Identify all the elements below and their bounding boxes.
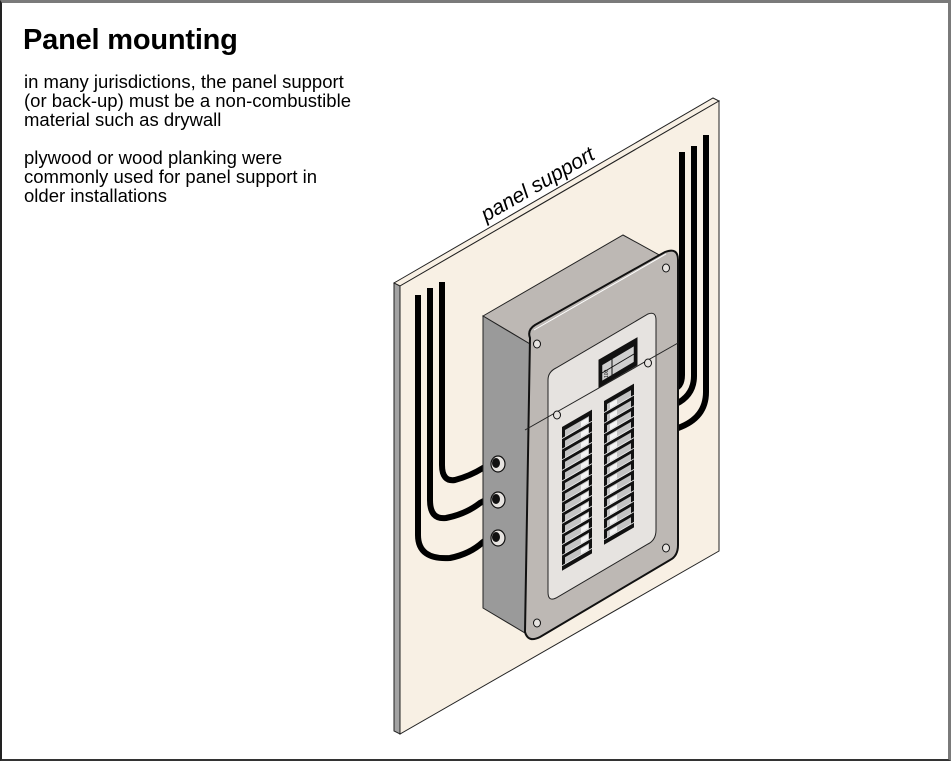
connector-icon <box>490 529 506 547</box>
branch-breaker <box>561 426 593 450</box>
door-split-line <box>524 342 679 431</box>
right-cable-3 <box>676 135 709 431</box>
connector-icon <box>490 491 506 509</box>
box-side <box>482 315 531 637</box>
branch-breaker <box>603 432 635 456</box>
branch-breaker <box>603 474 635 498</box>
door-screw-icon <box>644 358 652 368</box>
branch-breaker <box>561 543 593 567</box>
screw-icon <box>533 618 541 628</box>
branch-breaker <box>603 485 635 509</box>
branch-breaker <box>603 400 635 424</box>
branch-breaker <box>603 443 635 466</box>
branch-breaker <box>561 416 593 439</box>
branch-breaker <box>561 437 593 461</box>
branch-breakers <box>561 383 635 571</box>
branch-breaker <box>561 532 593 556</box>
page-title: Panel mounting <box>23 24 238 56</box>
cover-screws <box>533 263 670 628</box>
branch-breaker <box>561 511 593 535</box>
branch-breaker <box>603 517 635 541</box>
screw-icon <box>662 263 670 273</box>
panel-box: 100 <box>482 234 679 641</box>
branch-breaker <box>603 506 635 530</box>
screw-icon <box>662 543 670 553</box>
branch-breaker <box>603 421 635 445</box>
branch-breaker <box>603 411 635 435</box>
branch-breaker <box>603 453 635 477</box>
right-cable-2 <box>674 146 697 407</box>
branch-breaker <box>561 522 593 545</box>
branch-breaker <box>603 496 635 519</box>
branch-breaker <box>561 479 593 503</box>
cover-edge-highlight <box>533 253 667 331</box>
note-plywood: plywood or wood planking were commonly u… <box>24 147 318 206</box>
cable-connectors <box>490 455 506 547</box>
connector-icon <box>490 455 506 473</box>
note-noncombustible: in many jurisdictions, the panel support… <box>24 71 351 130</box>
branch-breaker <box>561 469 593 492</box>
branch-breaker <box>603 390 635 413</box>
branch-breaker <box>561 490 593 514</box>
screw-icon <box>533 339 541 349</box>
branch-breaker <box>561 458 593 482</box>
main-breaker-rating: 100 <box>604 369 610 378</box>
main-breaker: 100 <box>598 337 638 388</box>
support-edge <box>393 279 401 735</box>
branch-breaker <box>561 500 593 524</box>
door-screw-icon <box>553 410 561 420</box>
branch-breaker <box>603 464 635 488</box>
branch-breaker <box>561 447 593 471</box>
